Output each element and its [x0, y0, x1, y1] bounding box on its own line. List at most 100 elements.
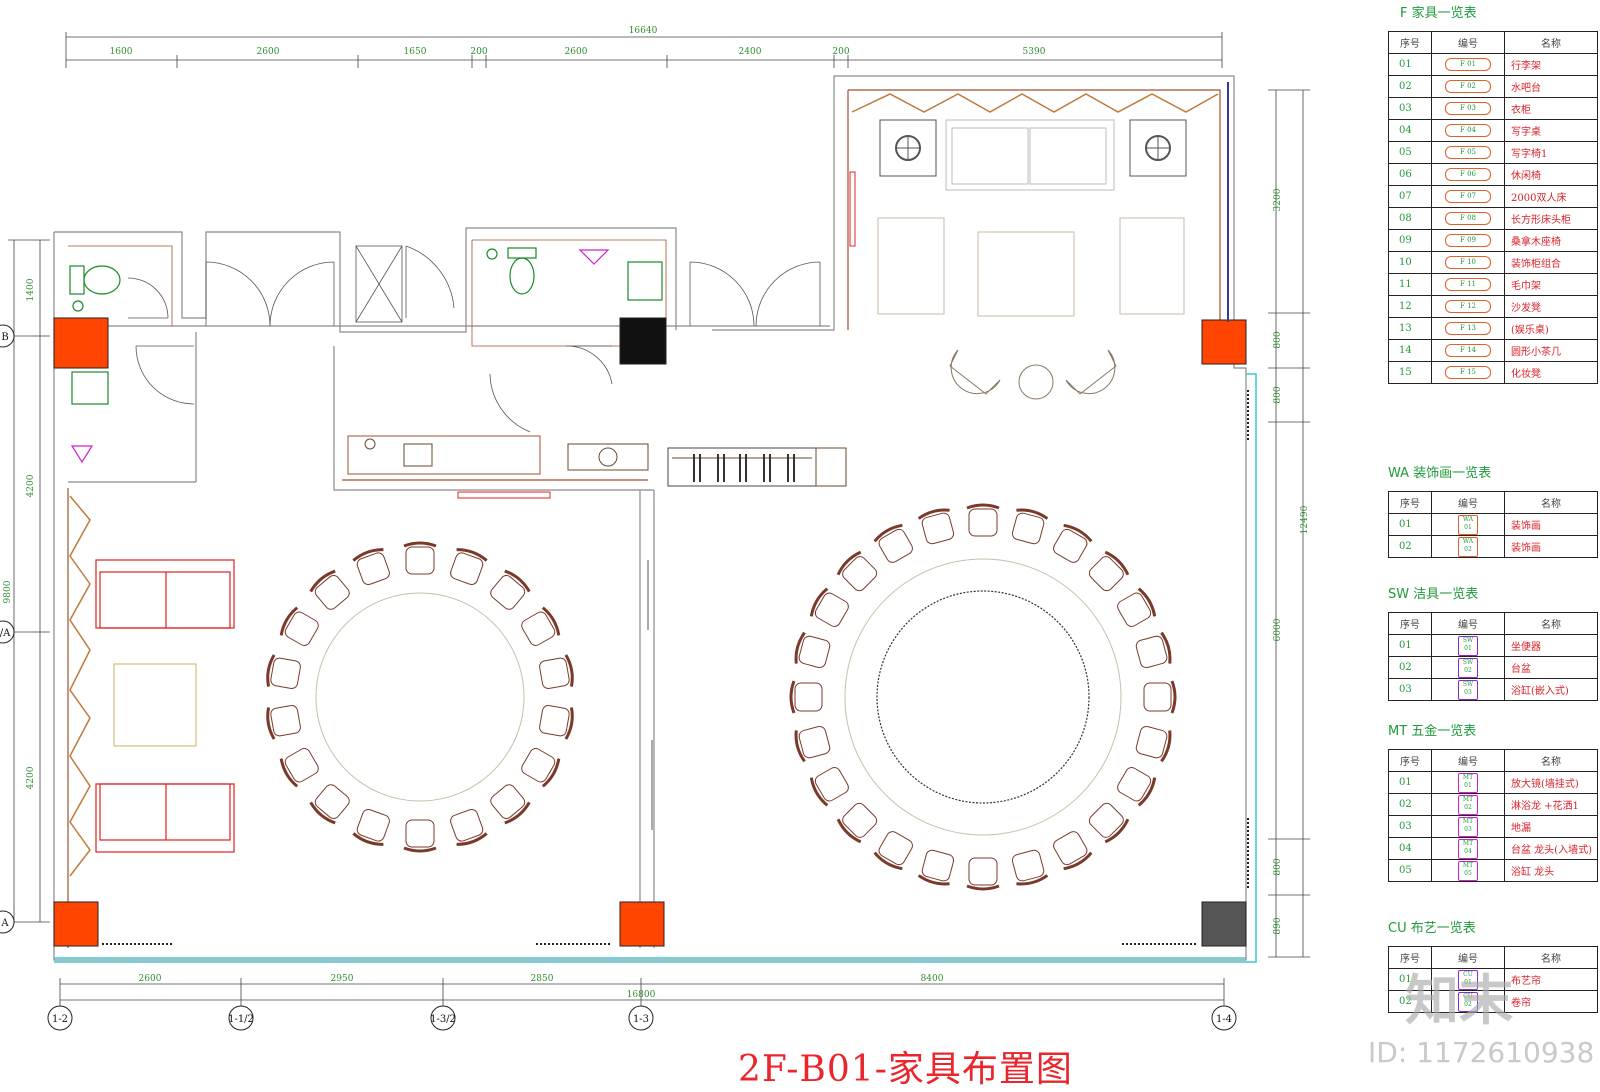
legend-title: MT 五金一览表: [1388, 724, 1477, 739]
dim-top-seg: 2400: [739, 47, 762, 57]
dining-chair: [794, 631, 831, 669]
curtain-markers: [102, 82, 1249, 945]
dining-chair: [539, 705, 574, 740]
dining-chairs-small: [266, 541, 574, 853]
dining-chair: [352, 548, 390, 586]
axis-label: A: [0, 918, 9, 929]
legend-code-badge: MT 01: [1458, 772, 1478, 793]
legend-code: WA 02: [1431, 535, 1505, 558]
legend-code: MT 04: [1431, 837, 1505, 860]
legend-code: F 07: [1431, 185, 1505, 208]
legend-name: 卷帘: [1504, 990, 1598, 1013]
dining-chair: [1117, 767, 1157, 807]
legend-no: 02: [1388, 793, 1432, 816]
legend-header-cell: 名称: [1504, 946, 1598, 969]
legend-code-badge: F 10: [1445, 256, 1491, 269]
legend-title: WA 装饰画一览表: [1388, 466, 1492, 481]
legend-code-badge: F 03: [1445, 102, 1491, 115]
axis-bubbles-left: [0, 324, 15, 934]
legend-no: 01: [1388, 513, 1432, 536]
dining-chair: [873, 831, 913, 871]
legend-code: F 02: [1431, 75, 1505, 98]
legend-no: 03: [1388, 815, 1432, 838]
zigzag-cabinet-left: [69, 495, 91, 877]
legend-no: 15: [1388, 361, 1432, 384]
dim-top-seg: 5390: [1023, 47, 1046, 57]
dining-chair: [789, 680, 823, 714]
dining-chair: [1053, 831, 1093, 871]
legend-code-badge: F 09: [1445, 234, 1491, 247]
bed-and-side-tables: [879, 119, 1187, 191]
legend-header-cell: 序号: [1388, 31, 1432, 54]
legend-code-badge: SW 02: [1458, 657, 1478, 678]
dim-top-seg: 200: [470, 47, 487, 57]
legend-header-cell: 编号: [1431, 612, 1505, 635]
doors: [127, 245, 821, 433]
legend-no: 09: [1388, 229, 1432, 252]
dining-chair: [1135, 631, 1172, 669]
axis-label: /A: [0, 628, 11, 639]
dim-right-seg: 6000: [1273, 618, 1283, 641]
dining-chair: [539, 654, 574, 689]
decorative-art: [849, 171, 856, 247]
watermark-logo: 知末: [1405, 969, 1513, 1032]
zigzag-cabinet-top: [851, 93, 1219, 113]
legend-no: 14: [1388, 339, 1432, 362]
bottom-dimension-chain: [59, 978, 1225, 1010]
column: [53, 317, 109, 369]
legend-name: 台盆: [1504, 656, 1598, 679]
legend-row: 02 SW 02 台盆: [1388, 656, 1598, 679]
legend-code-badge: F 05: [1445, 146, 1491, 159]
column: [619, 317, 667, 365]
dining-chair: [279, 748, 319, 788]
watermark-id: ID: 1172610938: [1368, 1036, 1595, 1069]
walls: [53, 75, 1247, 961]
dim-right-seg: 890: [1273, 917, 1283, 934]
drawing-title: 2F-B01-家具布置图: [738, 1049, 1073, 1090]
legend-code: MT 01: [1431, 771, 1505, 794]
legend-code-badge: F 14: [1445, 344, 1491, 357]
dining-chair: [490, 569, 531, 610]
dining-chair: [1088, 802, 1130, 844]
dim-top-seg: 1650: [404, 47, 427, 57]
dining-chair: [450, 548, 488, 586]
legend-code-badge: MT 05: [1458, 860, 1478, 881]
legend-header-cell: 序号: [1388, 612, 1432, 635]
left-dimension-chain: [8, 239, 50, 923]
legend-code: F 13: [1431, 317, 1505, 340]
legend-code-badge: SW 01: [1458, 635, 1478, 656]
dining-table-large: [844, 558, 1122, 836]
legend-code-badge: F 08: [1445, 212, 1491, 225]
legend-no: 02: [1388, 656, 1432, 679]
top-dimension-chain: [65, 32, 1223, 68]
legend-name: 地漏: [1504, 815, 1598, 838]
legend-header-row: 序号编号名称: [1388, 491, 1598, 514]
legend-code: F 14: [1431, 339, 1505, 362]
legend-no: 04: [1388, 837, 1432, 860]
dining-chairs-large: [789, 503, 1177, 891]
dining-chair: [521, 748, 561, 788]
dining-table-small: [315, 592, 525, 802]
dining-chair: [1135, 725, 1172, 763]
legend-code: F 12: [1431, 295, 1505, 318]
dining-chair: [1053, 523, 1093, 563]
column: [1201, 319, 1247, 365]
dining-chair: [521, 606, 561, 646]
dining-chair: [266, 654, 301, 689]
legend-code: F 05: [1431, 141, 1505, 164]
dining-chair: [836, 550, 878, 592]
dim-right-seg: 3200: [1273, 188, 1283, 211]
dining-chair: [1143, 680, 1177, 714]
legend-header-cell: 名称: [1504, 612, 1598, 635]
legend-code-badge: CU 02: [1458, 991, 1478, 1012]
dim-top-seg: 2600: [257, 47, 280, 57]
decorative-art: [457, 491, 551, 499]
legend-name: 写字椅1: [1504, 141, 1598, 164]
